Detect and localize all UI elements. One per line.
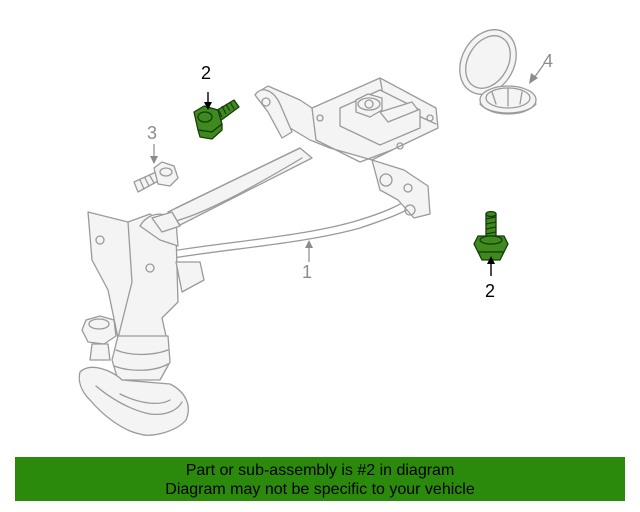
access-cap-part-4 [459, 29, 537, 115]
flange-bolt-upper-highlighted [193, 99, 240, 140]
callout-1-label: 1 [302, 262, 313, 282]
callout-2-upper-arrowhead [204, 102, 212, 110]
callout-2-right-arrowhead [487, 256, 495, 264]
parts-diagram [78, 29, 545, 436]
callout-3-label: 3 [147, 123, 158, 143]
callout-4-leader [533, 63, 545, 79]
callout-4-label: 4 [543, 51, 554, 71]
callout-3-arrowhead [150, 156, 158, 164]
callout-2-upper-label: 2 [201, 63, 212, 83]
callout-4-arrowhead [529, 73, 538, 84]
flange-bolt-right-highlighted [473, 210, 509, 261]
diagram-info-banner: Part or sub-assembly is #2 in diagram Di… [15, 457, 625, 501]
banner-line-part-number: Part or sub-assembly is #2 in diagram [185, 462, 455, 479]
callout-2-right-label: 2 [485, 281, 496, 301]
spare-tire-carrier-bracket [78, 77, 439, 436]
banner-line-disclaimer: Diagram may not be specific to your vehi… [165, 481, 475, 498]
bolt-part-3 [133, 161, 179, 193]
callout-1-arrowhead [305, 240, 313, 248]
